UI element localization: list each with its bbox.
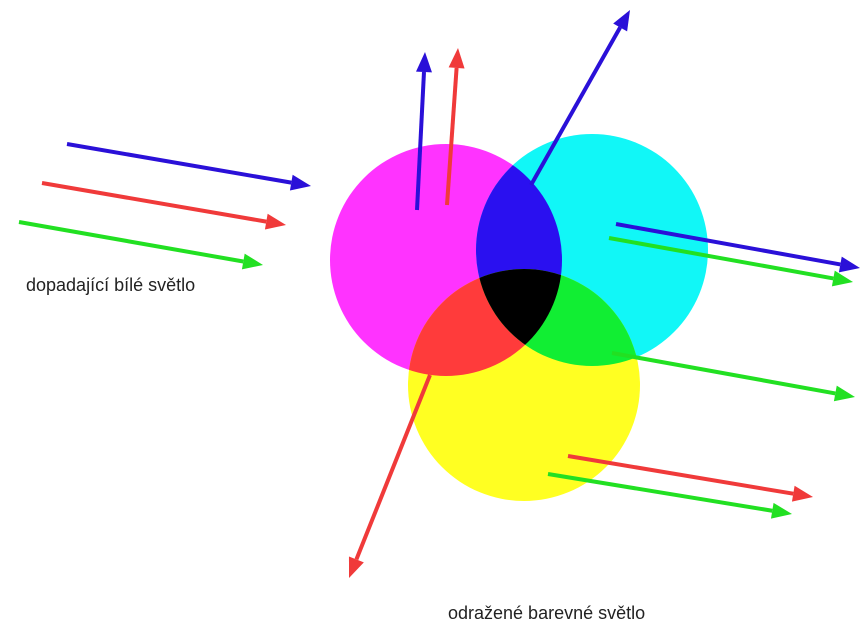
reflected-green-ray-yellow-shaft — [548, 474, 772, 511]
incident-green-ray-shaft — [19, 222, 243, 262]
reflected-blue-ray-cyan-arrowhead — [839, 257, 860, 273]
reflected-red-ray-down — [349, 375, 430, 578]
reflected-green-ray-yellow-arrowhead — [771, 503, 792, 519]
reflected-green-ray-middle — [612, 353, 855, 401]
reflected-red-ray-yellow — [568, 456, 813, 502]
incident-green-ray-arrowhead — [242, 254, 263, 270]
reflected-green-ray-middle-arrowhead — [834, 386, 855, 402]
reflected-blue-ray-up-arrowhead — [416, 52, 432, 72]
incident-blue-ray — [67, 144, 311, 190]
incident-red-ray-arrowhead — [265, 214, 286, 230]
incident-blue-ray-arrowhead — [290, 175, 311, 191]
reflected-blue-ray-diagonal-arrowhead — [613, 10, 630, 31]
reflected-red-ray-down-shaft — [356, 375, 430, 559]
incident-green-ray — [19, 222, 263, 269]
incident-blue-ray-shaft — [67, 144, 291, 183]
reflected-green-ray-cyan-arrowhead — [832, 271, 853, 287]
incident-light-label: dopadající bílé světlo — [26, 275, 195, 296]
reflected-red-ray-yellow-shaft — [568, 456, 793, 494]
reflected-red-ray-down-arrowhead — [349, 556, 364, 578]
reflected-green-ray-yellow — [548, 474, 792, 519]
reflected-light-label: odražené barevné světlo — [448, 603, 645, 624]
reflected-red-ray-yellow-arrowhead — [792, 486, 813, 502]
incident-red-ray-shaft — [42, 183, 266, 222]
reflected-red-ray-up-arrowhead — [449, 48, 465, 69]
reflected-green-ray-middle-shaft — [612, 353, 835, 393]
incident-red-ray — [42, 183, 286, 229]
